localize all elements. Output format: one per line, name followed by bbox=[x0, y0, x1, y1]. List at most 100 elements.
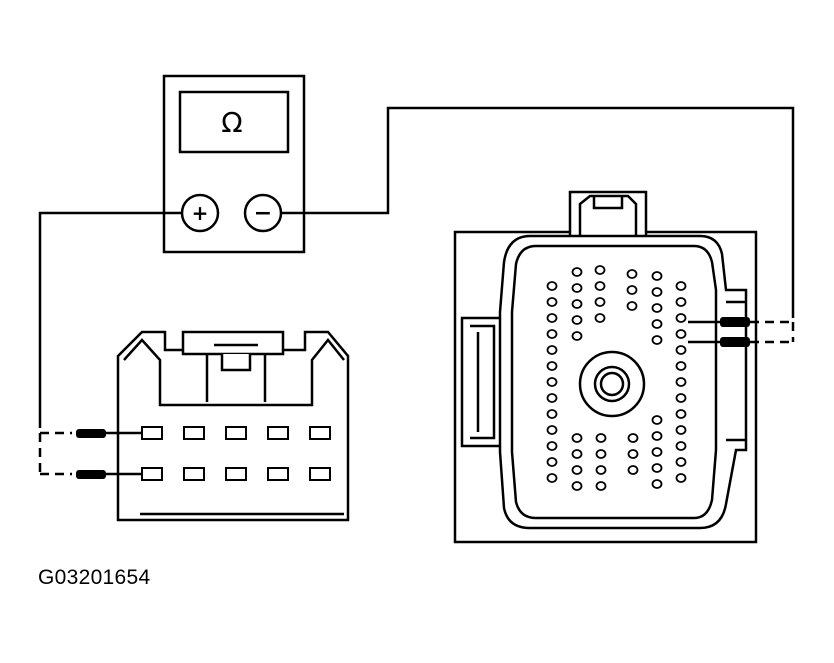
negative-terminal-label: − bbox=[254, 201, 272, 226]
pin-cavity bbox=[675, 425, 687, 435]
ohmmeter-display bbox=[178, 90, 290, 154]
pin-cavity bbox=[546, 409, 558, 419]
pin-cavity bbox=[571, 465, 583, 475]
pin-cavity bbox=[651, 303, 663, 313]
pin-cavity bbox=[675, 361, 687, 371]
pin-cavity bbox=[651, 335, 663, 345]
pin-cavity bbox=[675, 281, 687, 291]
negative-lead-wire bbox=[281, 106, 795, 318]
pin-cavity bbox=[675, 473, 687, 483]
positive-terminal-label: + bbox=[192, 201, 209, 225]
pin-cavity bbox=[546, 297, 558, 307]
right-connector-latch[interactable] bbox=[568, 190, 648, 240]
pin bbox=[267, 426, 289, 440]
ohmmeter: Ω + − bbox=[162, 74, 306, 254]
pin-cavity bbox=[595, 433, 607, 443]
left-connector-pins-row-1 bbox=[141, 426, 331, 440]
pin bbox=[225, 426, 247, 440]
pin-cavity bbox=[627, 449, 639, 459]
pin-cavity bbox=[675, 457, 687, 467]
pin-cavity bbox=[627, 465, 639, 475]
pin-cavity bbox=[651, 463, 663, 473]
right-connector bbox=[453, 190, 758, 544]
pin-cavity bbox=[651, 447, 663, 457]
right-connector-latch-detail bbox=[578, 194, 638, 238]
left-connector bbox=[116, 330, 350, 522]
pin-cavity bbox=[571, 299, 583, 309]
pin-cavity bbox=[546, 393, 558, 403]
pin-cavity bbox=[571, 481, 583, 491]
right-connector-side-bracket bbox=[460, 316, 505, 448]
pin-cavity bbox=[675, 409, 687, 419]
pin-cavity bbox=[546, 345, 558, 355]
positive-lead-wire bbox=[38, 211, 182, 428]
pin-cavity bbox=[594, 297, 606, 307]
pin-cavity bbox=[675, 297, 687, 307]
pin-cavity bbox=[546, 281, 558, 291]
pin-cavity bbox=[546, 313, 558, 323]
right-connector-pins bbox=[546, 265, 687, 491]
pin bbox=[183, 426, 205, 440]
pin-cavity bbox=[675, 393, 687, 403]
probe-tip-lower bbox=[720, 337, 750, 347]
pin bbox=[225, 467, 247, 481]
pin-cavity bbox=[571, 315, 583, 325]
pin-cavity bbox=[571, 433, 583, 443]
left-connector-pins-row-2 bbox=[141, 467, 331, 481]
ohm-symbol: Ω bbox=[221, 106, 242, 139]
pin-cavity bbox=[651, 415, 663, 425]
pin-cavity bbox=[595, 449, 607, 459]
pin-cavity bbox=[675, 313, 687, 323]
pin-cavity bbox=[626, 269, 638, 279]
pin-cavity bbox=[546, 473, 558, 483]
pin-cavity bbox=[651, 431, 663, 441]
pin-cavity bbox=[651, 479, 663, 489]
pin bbox=[267, 467, 289, 481]
pin-cavity bbox=[675, 329, 687, 339]
pin-cavity bbox=[546, 329, 558, 339]
left-probes bbox=[38, 429, 142, 479]
pin-cavity bbox=[546, 361, 558, 371]
pin-cavity bbox=[571, 283, 583, 293]
pin-cavity bbox=[651, 287, 663, 297]
center-boss-hole bbox=[599, 371, 625, 397]
figure-code: G03201654 bbox=[38, 566, 151, 589]
probe-tip-upper bbox=[720, 317, 750, 327]
pin bbox=[309, 467, 331, 481]
probe-tip-upper bbox=[76, 429, 106, 438]
pin-cavity bbox=[675, 377, 687, 387]
pin-cavity bbox=[571, 331, 583, 341]
pin-cavity bbox=[675, 441, 687, 451]
pin-cavity bbox=[651, 271, 663, 281]
pin-cavity bbox=[626, 301, 638, 311]
pin bbox=[183, 467, 205, 481]
pin-cavity bbox=[546, 425, 558, 435]
pin-cavity bbox=[571, 449, 583, 459]
test-leads bbox=[38, 106, 795, 428]
pin-cavity bbox=[571, 267, 583, 277]
pin-cavity bbox=[595, 481, 607, 491]
pin-cavity bbox=[651, 319, 663, 329]
right-probes bbox=[688, 317, 795, 347]
left-connector-shell bbox=[123, 337, 345, 407]
pin bbox=[141, 426, 163, 440]
pin-cavity bbox=[546, 377, 558, 387]
pin bbox=[309, 426, 331, 440]
pin-cavity bbox=[594, 265, 606, 275]
pin-cavity bbox=[595, 465, 607, 475]
probe-tip-lower bbox=[76, 470, 106, 479]
pin-cavity bbox=[546, 457, 558, 467]
right-connector-latch-notch bbox=[592, 196, 624, 210]
pin-cavity bbox=[675, 345, 687, 355]
pin-cavity bbox=[594, 281, 606, 291]
left-connector-latch-tab bbox=[205, 354, 267, 402]
pin-cavity bbox=[626, 285, 638, 295]
pin-cavity bbox=[627, 433, 639, 443]
pin bbox=[141, 467, 163, 481]
left-connector-latch[interactable] bbox=[181, 330, 285, 356]
pin-cavity bbox=[546, 441, 558, 451]
right-connector-side-detail bbox=[470, 324, 496, 440]
pin-cavity bbox=[594, 313, 606, 323]
right-connector-housing-inner bbox=[510, 244, 718, 520]
